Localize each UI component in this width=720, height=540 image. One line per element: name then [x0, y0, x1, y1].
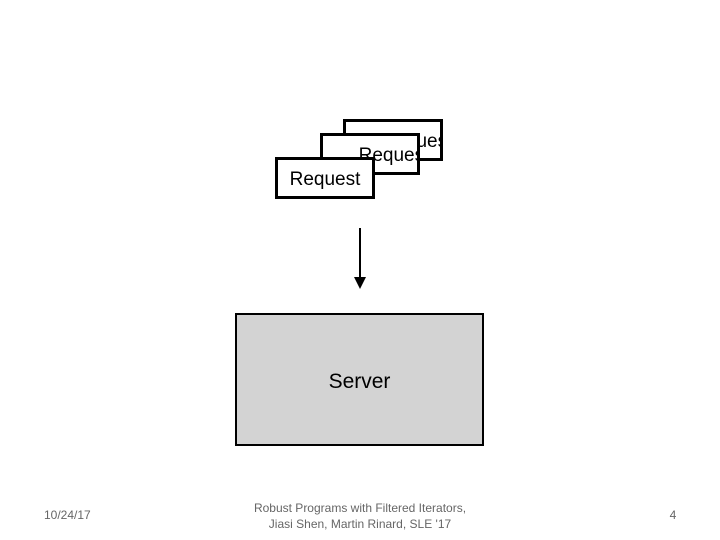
down-arrow-icon — [354, 228, 366, 289]
footer-title-line-1: Robust Programs with Filtered Iterators, — [253, 501, 467, 515]
server-box: Server — [235, 313, 484, 446]
server-label: Server — [328, 370, 391, 393]
request-card-label: Request — [289, 169, 361, 190]
page-number: 4 — [669, 508, 677, 522]
footer-date: 10/24/17 — [44, 508, 91, 522]
request-card-front: Request — [275, 157, 375, 199]
footer-title-line-2: Jiasi Shen, Martin Rinard, SLE '17 — [268, 517, 452, 531]
footer-title: Robust Programs with Filtered Iterators,… — [210, 500, 510, 532]
